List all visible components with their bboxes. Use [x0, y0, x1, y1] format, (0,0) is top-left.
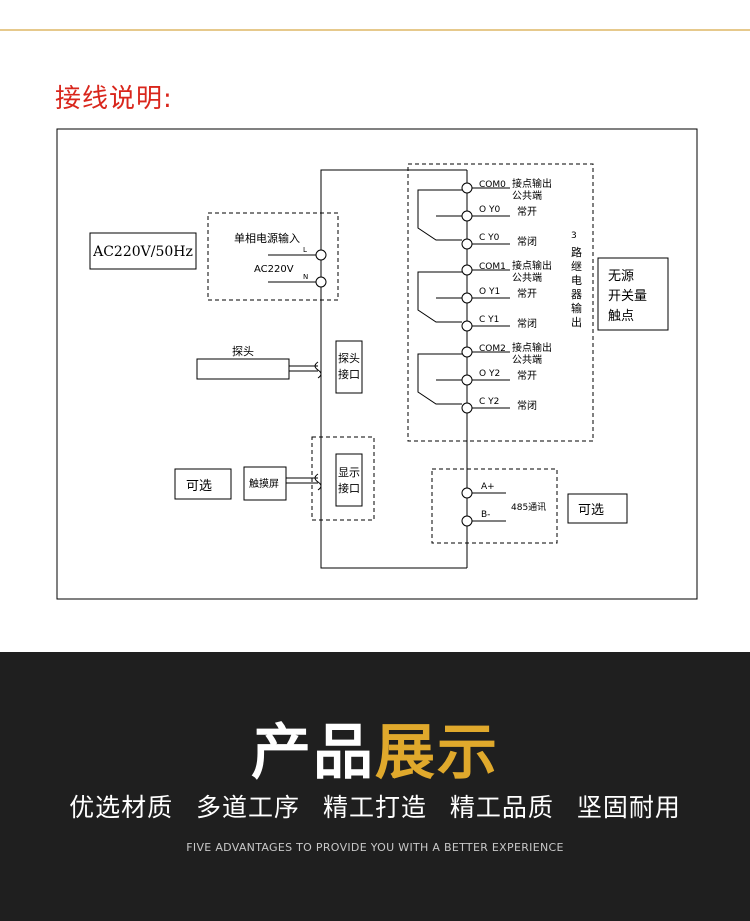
terminal-n	[315, 276, 327, 288]
controller-body-outline	[320, 169, 467, 569]
diagram-frame	[56, 128, 698, 600]
relay-com-desc1: 接点输出	[512, 341, 552, 354]
relay-terminal-1-2	[461, 320, 473, 332]
relay-terminal-1-1	[461, 292, 473, 304]
probe-body	[196, 358, 290, 380]
rs485-b-terminal	[461, 515, 473, 527]
relay-terminal-2-2	[461, 402, 473, 414]
power-source-label: AC220V/50Hz	[92, 244, 193, 260]
footer-title: 产品展示	[0, 718, 750, 788]
relay-nc-desc: 常闭	[517, 235, 537, 248]
probe-label: 探头	[232, 345, 254, 358]
relay-com-label: COM0	[479, 180, 506, 190]
relay-title-char: 出	[571, 315, 582, 329]
footer-title-gold: 展示	[375, 718, 499, 788]
display-port	[335, 453, 363, 507]
rs485-a-label: A+	[481, 482, 495, 492]
display-connector-curl	[314, 473, 322, 491]
relay-no-label: O Y1	[479, 287, 500, 297]
relay-terminal-0-2	[461, 238, 473, 250]
optional-label-right: 可选	[578, 503, 604, 518]
relay-nc-label: C Y0	[479, 233, 500, 243]
relay-title-char: 路	[571, 246, 582, 259]
relay-title-char: 继	[571, 260, 582, 273]
terminal-l	[315, 249, 327, 261]
footer-subtitle: 优选材质 多道工序 精工打造 精工品质 坚固耐用	[69, 793, 681, 822]
optional-box-right	[567, 493, 628, 524]
relay-no-desc: 常开	[517, 369, 537, 382]
relay-nc-label: C Y2	[479, 397, 499, 407]
relay-com-desc1: 接点输出	[512, 177, 552, 190]
relay-com-desc2: 公共端	[512, 353, 542, 366]
passive-contact-line3: 触点	[608, 309, 634, 324]
display-port-line1: 显示	[338, 466, 360, 479]
passive-contact-box	[597, 257, 669, 331]
relay-nc-desc: 常闭	[517, 399, 537, 412]
relay-terminal-2-1	[461, 374, 473, 386]
relay-com-desc2: 公共端	[512, 189, 542, 202]
relay-switch-2	[417, 353, 462, 405]
relay-com-label: COM2	[479, 344, 506, 354]
relay-switch-0	[417, 189, 462, 241]
relay-no-label: O Y0	[479, 205, 500, 215]
footer-title-white: 产品	[251, 718, 375, 788]
relay-terminal-0-0	[461, 182, 473, 194]
rs485-b-label: B-	[481, 510, 490, 520]
section-title: 接线说明:	[55, 84, 173, 114]
terminal-l-label: L	[303, 246, 307, 254]
relay-title-char: 器	[571, 288, 582, 301]
passive-contact-line2: 开关量	[608, 289, 647, 304]
relay-com-desc1: 接点输出	[512, 259, 552, 272]
relay-terminal-2-0	[461, 346, 473, 358]
relay-com-label: COM1	[479, 262, 506, 272]
relay-no-desc: 常开	[517, 287, 537, 300]
relay-nc-label: C Y1	[479, 315, 499, 325]
power-input-box	[207, 212, 339, 301]
relay-no-desc: 常开	[517, 205, 537, 218]
passive-contact-line1: 无源	[608, 269, 634, 284]
optional-label-left: 可选	[186, 479, 212, 494]
relay-com-desc2: 公共端	[512, 271, 542, 284]
relay-nc-desc: 常闭	[517, 317, 537, 330]
relay-switch-1	[417, 271, 462, 323]
rs485-box	[431, 468, 558, 544]
relay-terminal-1-0	[461, 264, 473, 276]
rs485-a-terminal	[461, 487, 473, 499]
probe-port	[335, 340, 363, 394]
power-input-voltage: AC220V	[254, 264, 294, 275]
optional-box-left	[174, 468, 232, 500]
power-input-title: 单相电源输入	[234, 231, 300, 245]
relay-output-box	[407, 163, 594, 442]
relay-no-label: O Y2	[479, 369, 500, 379]
wiring-diagram: AC220V/50Hz 单相电源输入 AC220V L N 探头 探头 接口 可…	[56, 128, 698, 600]
power-source-box	[89, 232, 197, 270]
relay-title-char: 3	[571, 231, 577, 241]
top-divider	[0, 29, 750, 31]
terminal-n-label: N	[303, 273, 308, 281]
touchscreen-label: 触摸屏	[249, 477, 279, 490]
footer-english: FIVE ADVANTAGES TO PROVIDE YOU WITH A BE…	[186, 841, 564, 854]
footer-band	[0, 652, 750, 921]
relay-terminal-0-1	[461, 210, 473, 222]
probe-port-line1: 探头	[338, 352, 360, 365]
probe-port-line2: 接口	[338, 368, 360, 381]
relay-title-char: 输	[571, 301, 582, 315]
relay-title-char: 电	[571, 274, 582, 287]
rs485-label: 485通讯	[511, 502, 546, 513]
display-port-line2: 接口	[338, 482, 360, 495]
probe-connector-curl	[314, 361, 322, 379]
